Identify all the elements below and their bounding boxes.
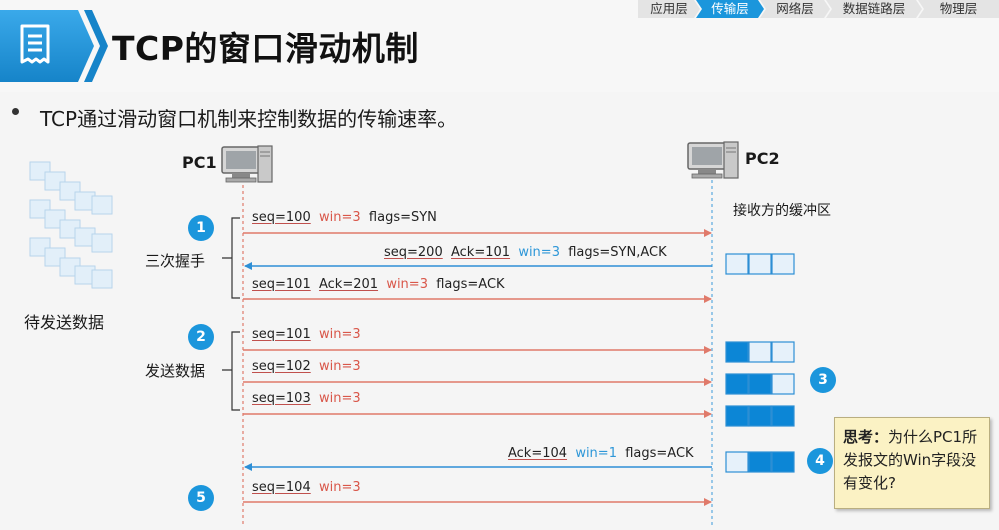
buffer-slot — [725, 253, 749, 275]
buffer-slot — [725, 451, 749, 473]
pc2-label: PC2 — [745, 149, 780, 168]
section-badge — [0, 10, 108, 82]
step-4-badge: 4 — [807, 448, 833, 474]
receiver-buffer-label: 接收方的缓冲区 — [733, 203, 831, 219]
receiver-buffers — [725, 253, 795, 473]
buffer-slot — [748, 341, 772, 363]
buffer-slot — [725, 373, 749, 395]
crumb-transport[interactable]: 传输层 — [696, 0, 764, 18]
buffer-slot — [771, 253, 795, 275]
send-data-label: 发送数据 — [145, 362, 206, 380]
message-data-104: seq=104 win=3 — [252, 480, 361, 495]
send-data-bracket — [222, 331, 240, 411]
message-syn-ack: seq=200 Ack=101 win=3 flags=SYN,ACK — [384, 245, 667, 260]
think-heading: 思考： — [843, 428, 889, 446]
message-data-102: seq=102 win=3 — [252, 359, 361, 374]
document-icon — [20, 24, 50, 64]
step-2-badge: 2 — [188, 324, 214, 350]
message-syn: seq=100 win=3 flags=SYN — [252, 210, 437, 225]
crumb-application[interactable]: 应用层 — [638, 0, 700, 18]
pending-data-label: 待发送数据 — [24, 313, 105, 332]
pc1-label: PC1 — [182, 153, 217, 172]
bullet-text: TCP通过滑动窗口机制来控制数据的传输速率。 — [40, 107, 458, 131]
pc2-computer-icon — [687, 141, 739, 179]
step-3-badge: 3 — [810, 367, 836, 393]
message-data-101: seq=101 win=3 — [252, 327, 361, 342]
layer-breadcrumb: 应用层 传输层 网络层 数据链路层 物理层 — [638, 0, 999, 18]
buffer-slot — [748, 373, 772, 395]
buffer-slot — [771, 373, 795, 395]
buffer-slot — [748, 253, 772, 275]
pc1-computer-icon — [221, 145, 273, 183]
crumb-physical[interactable]: 物理层 — [918, 0, 999, 18]
buffer-slot — [748, 451, 772, 473]
buffer-slot — [748, 405, 772, 427]
bullet-dot — [12, 108, 19, 115]
pending-data-stack — [29, 161, 113, 289]
buffer-slot — [725, 341, 749, 363]
buffer-slot — [771, 405, 795, 427]
step-1-badge: 1 — [188, 215, 214, 241]
buffer-slot — [771, 341, 795, 363]
think-note: 思考：为什么PC1所发报文的Win字段没有变化? — [834, 417, 990, 509]
think-text: 为什么PC1所发报文的Win字段没有变化? — [843, 428, 978, 492]
message-ack: seq=101 Ack=201 win=3 flags=ACK — [252, 277, 505, 292]
message-ack-104: Ack=104 win=1 flags=ACK — [508, 446, 694, 461]
crumb-datalink[interactable]: 数据链路层 — [826, 0, 922, 18]
page-title: TCP的窗口滑动机制 — [112, 29, 419, 68]
handshake-bracket — [222, 217, 240, 299]
buffer-slot — [771, 451, 795, 473]
crumb-network[interactable]: 网络层 — [760, 0, 830, 18]
handshake-label: 三次握手 — [145, 252, 206, 270]
buffer-slot — [725, 405, 749, 427]
step-5-badge: 5 — [188, 485, 214, 511]
message-data-103: seq=103 win=3 — [252, 391, 361, 406]
